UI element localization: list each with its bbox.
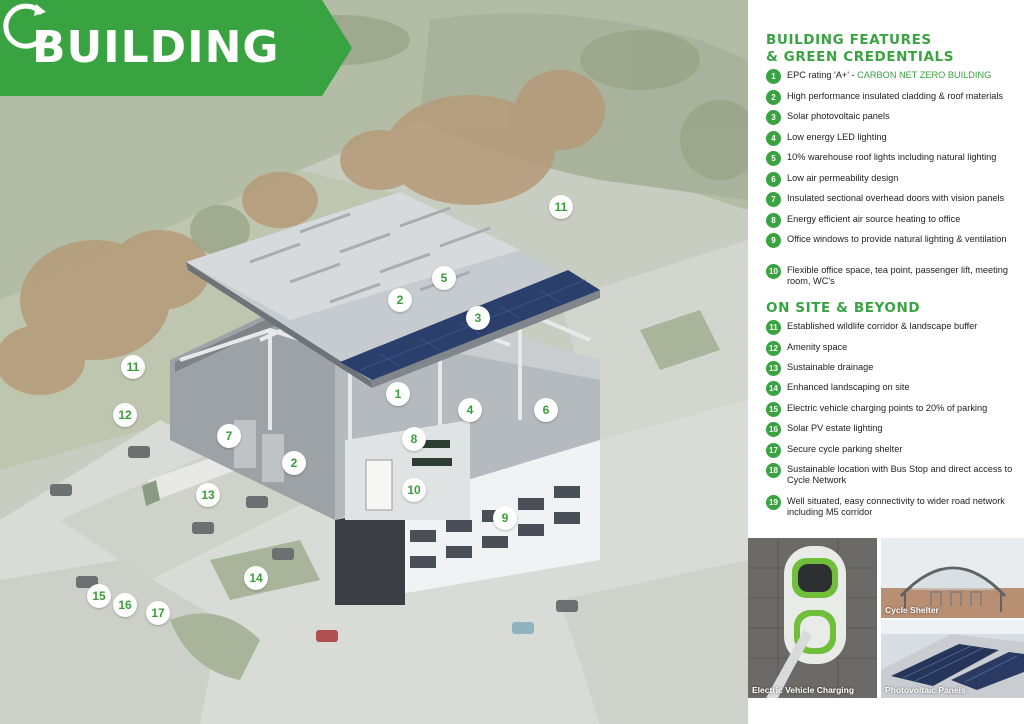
map-marker: 5 bbox=[432, 266, 456, 290]
feature-text: Established wildlife corridor & landscap… bbox=[787, 321, 978, 331]
feature-text: Sustainable location with Bus Stop and d… bbox=[787, 464, 1013, 485]
site-feature-item: 19 Well situated, easy connectivity to w… bbox=[766, 495, 1018, 518]
feature-number-badge: 18 bbox=[766, 463, 781, 478]
feature-text: 10% warehouse roof lights including natu… bbox=[787, 152, 997, 162]
feature-item: 3 Solar photovoltaic panels bbox=[766, 110, 1018, 125]
recycle-c-logo-icon bbox=[3, 3, 48, 49]
feature-number-badge: 3 bbox=[766, 110, 781, 125]
feature-number-badge: 12 bbox=[766, 341, 781, 356]
map-marker: 13 bbox=[196, 483, 220, 507]
feature-number-badge: 6 bbox=[766, 172, 781, 187]
map-marker: 17 bbox=[146, 601, 170, 625]
feature-highlight: CARBON NET ZERO BUILDING bbox=[857, 70, 992, 80]
map-marker: 1 bbox=[386, 382, 410, 406]
photo-caption: Photovoltaic Panels bbox=[885, 685, 966, 695]
feature-text: Insulated sectional overhead doors with … bbox=[787, 193, 1005, 203]
feature-item: 2 High performance insulated cladding & … bbox=[766, 90, 1018, 105]
site-feature-item: 12 Amenity space bbox=[766, 341, 1018, 356]
site-feature-item: 17 Secure cycle parking shelter bbox=[766, 443, 1018, 458]
site-artwork bbox=[0, 0, 748, 724]
feature-text: Low air permeability design bbox=[787, 173, 899, 183]
feature-text: Low energy LED lighting bbox=[787, 132, 887, 142]
feature-text: High performance insulated cladding & ro… bbox=[787, 91, 1004, 101]
photo-pv-panels: Photovoltaic Panels bbox=[881, 620, 1024, 698]
map-marker: 15 bbox=[87, 584, 111, 608]
features-heading-line-2: & GREEN CREDENTIALS bbox=[766, 49, 955, 65]
feature-item: 4 Low energy LED lighting bbox=[766, 131, 1018, 146]
feature-text: Solar photovoltaic panels bbox=[787, 111, 890, 121]
feature-item: 10 Flexible office space, tea point, pas… bbox=[766, 264, 1018, 287]
photo-cycle-shelter: Cycle Shelter bbox=[881, 538, 1024, 618]
pv-panels-image bbox=[881, 620, 1024, 698]
feature-number-badge: 15 bbox=[766, 402, 781, 417]
ev-charger-image bbox=[748, 538, 877, 698]
feature-text: Flexible office space, tea point, passen… bbox=[787, 265, 1008, 286]
feature-item: 1 EPC rating 'A+' - CARBON NET ZERO BUIL… bbox=[766, 69, 1018, 84]
map-marker: 9 bbox=[493, 506, 517, 530]
features-heading-line-1: BUILDING FEATURES bbox=[766, 32, 932, 48]
site-feature-item: 13 Sustainable drainage bbox=[766, 361, 1018, 376]
feature-text: Secure cycle parking shelter bbox=[787, 444, 903, 454]
feature-number-badge: 4 bbox=[766, 131, 781, 146]
title-banner: BUILDING bbox=[0, 0, 352, 96]
feature-item: 7 Insulated sectional overhead doors wit… bbox=[766, 192, 1018, 207]
feature-number-badge: 7 bbox=[766, 192, 781, 207]
site-feature-item: 15 Electric vehicle charging points to 2… bbox=[766, 402, 1018, 417]
map-marker: 2 bbox=[282, 451, 306, 475]
map-marker: 11 bbox=[549, 195, 573, 219]
feature-number-badge: 9 bbox=[766, 233, 781, 248]
map-marker: 11 bbox=[121, 355, 145, 379]
feature-text: Well situated, easy connectivity to wide… bbox=[787, 496, 1005, 517]
map-marker: 2 bbox=[388, 288, 412, 312]
feature-text: Sustainable drainage bbox=[787, 362, 874, 372]
feature-number-badge: 5 bbox=[766, 151, 781, 166]
map-marker: 10 bbox=[402, 478, 426, 502]
feature-number-badge: 10 bbox=[766, 264, 781, 279]
feature-text: Office windows to provide natural lighti… bbox=[787, 234, 1007, 244]
banner-background bbox=[0, 0, 352, 96]
feature-text: Energy efficient air source heating to o… bbox=[787, 214, 961, 224]
feature-item: 8 Energy efficient air source heating to… bbox=[766, 213, 1018, 228]
map-marker: 7 bbox=[217, 424, 241, 448]
map-marker: 16 bbox=[113, 593, 137, 617]
map-marker: 3 bbox=[466, 306, 490, 330]
map-marker: 6 bbox=[534, 398, 558, 422]
feature-number-badge: 13 bbox=[766, 361, 781, 376]
feature-number-badge: 19 bbox=[766, 495, 781, 510]
feature-item: 5 10% warehouse roof lights including na… bbox=[766, 151, 1018, 166]
page-title: BUILDING bbox=[32, 22, 280, 73]
features-panel: BUILDING FEATURES & GREEN CREDENTIALS 1 … bbox=[748, 0, 1024, 724]
feature-item: 9 Office windows to provide natural ligh… bbox=[766, 233, 1018, 248]
feature-number-badge: 14 bbox=[766, 381, 781, 396]
map-marker: 8 bbox=[402, 427, 426, 451]
feature-number-badge: 16 bbox=[766, 422, 781, 437]
map-marker: 12 bbox=[113, 403, 137, 427]
photo-ev-charger: Electric Vehicle Charging bbox=[748, 538, 877, 698]
feature-number-badge: 8 bbox=[766, 213, 781, 228]
photo-caption: Cycle Shelter bbox=[885, 605, 939, 615]
feature-text: Electric vehicle charging points to 20% … bbox=[787, 403, 988, 413]
site-heading: ON SITE & BEYOND bbox=[766, 300, 921, 316]
feature-number-badge: 11 bbox=[766, 320, 781, 335]
site-feature-item: 16 Solar PV estate lighting bbox=[766, 422, 1018, 437]
feature-text: Amenity space bbox=[787, 342, 848, 352]
feature-number-badge: 2 bbox=[766, 90, 781, 105]
feature-text: Enhanced landscaping on site bbox=[787, 382, 910, 392]
feature-number-badge: 17 bbox=[766, 443, 781, 458]
cycle-shelter-image bbox=[881, 538, 1024, 618]
aerial-site-illustration: BUILDING 11 11 12 7 2 13 14 15 16 17 5 2… bbox=[0, 0, 748, 724]
site-feature-item: 11 Established wildlife corridor & lands… bbox=[766, 320, 1018, 335]
site-feature-item: 14 Enhanced landscaping on site bbox=[766, 381, 1018, 396]
map-marker: 14 bbox=[244, 566, 268, 590]
photo-caption: Electric Vehicle Charging bbox=[752, 685, 855, 695]
site-feature-item: 18 Sustainable location with Bus Stop an… bbox=[766, 463, 1018, 486]
feature-item: 6 Low air permeability design bbox=[766, 172, 1018, 187]
feature-number-badge: 1 bbox=[766, 69, 781, 84]
map-marker: 4 bbox=[458, 398, 482, 422]
feature-text: EPC rating 'A+' - CARBON NET ZERO BUILDI… bbox=[787, 70, 992, 80]
feature-text: Solar PV estate lighting bbox=[787, 423, 883, 433]
